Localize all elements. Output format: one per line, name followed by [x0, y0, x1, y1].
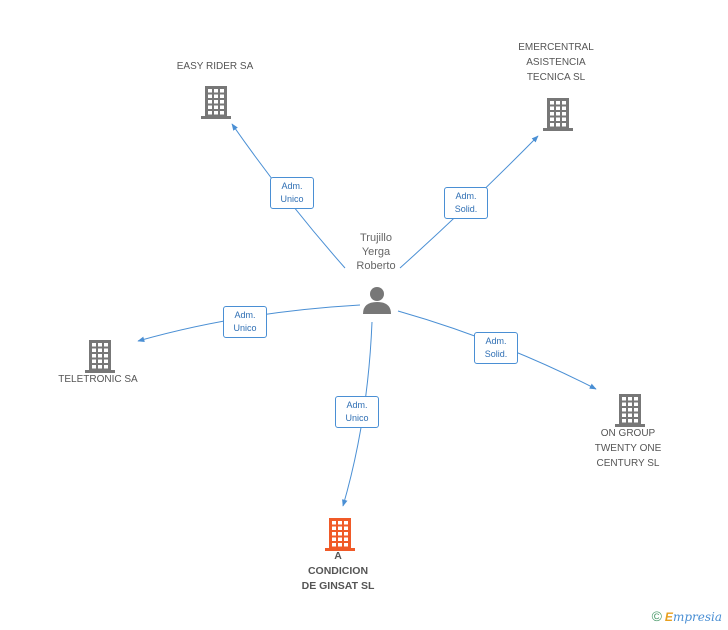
company-name-line: ASISTENCIA	[526, 57, 586, 68]
building-icon-a-condicion	[325, 518, 355, 551]
building-icon-easy-rider	[201, 86, 231, 119]
company-name-line: ON GROUP	[600, 428, 656, 439]
person-name-line: Roberto	[356, 260, 396, 272]
edge-label-line: Adm.	[281, 181, 303, 191]
company-name-line: TELETRONIC SA	[58, 374, 138, 385]
edge-label-line: Unico	[233, 323, 257, 333]
edge-label-line: Adm.	[234, 310, 256, 320]
edge-label-a-condicion[interactable]: Adm. Unico	[335, 396, 379, 428]
edge-label-line: Solid.	[454, 204, 478, 214]
edge-label-teletronic[interactable]: Adm. Unico	[223, 306, 267, 338]
brand-logo-initial: E	[664, 610, 673, 624]
edge-label-line: Adm.	[346, 400, 368, 410]
company-name-line: DE GINSAT SL	[301, 580, 375, 592]
building-icon-emercentral	[543, 98, 573, 131]
company-name-on-group[interactable]: ON GROUP TWENTY ONE CENTURY SL	[595, 426, 661, 471]
copyright-icon: ©	[651, 608, 662, 624]
edge-label-line: Unico	[345, 413, 369, 423]
edge-label-line: Unico	[280, 194, 304, 204]
company-name-a-condicion[interactable]: A CONDICION DE GINSAT SL	[302, 549, 375, 594]
brand-logo-text: mpresia	[672, 610, 722, 624]
company-name-emercentral[interactable]: EMERCENTRAL ASISTENCIA TECNICA SL	[518, 40, 594, 85]
edge-label-line: Adm.	[485, 336, 507, 346]
edge-label-on-group[interactable]: Adm. Solid.	[474, 332, 518, 364]
company-name-line: CONDICION	[307, 565, 369, 577]
edge-label-emercentral[interactable]: Adm. Solid.	[444, 187, 488, 219]
person-icon	[363, 287, 391, 314]
edge-label-line: Adm.	[455, 191, 477, 201]
company-name-line: EASY RIDER SA	[176, 61, 254, 72]
building-icon-on-group	[615, 394, 645, 427]
company-name-line: TWENTY ONE	[594, 443, 662, 454]
person-name-line: Trujillo	[359, 232, 392, 244]
company-name-line: CENTURY SL	[596, 458, 660, 469]
company-name-easy-rider[interactable]: EASY RIDER SA	[177, 59, 254, 74]
company-name-line: TECNICA SL	[526, 72, 586, 83]
footer: ©Empresia	[652, 608, 722, 624]
company-name-line: EMERCENTRAL	[518, 42, 594, 53]
edge-label-line: Solid.	[484, 349, 508, 359]
company-name-teletronic[interactable]: TELETRONIC SA	[58, 372, 137, 387]
company-name-line: A	[334, 550, 342, 562]
person-name-line: Yerga	[361, 246, 391, 258]
edge-label-easy-rider[interactable]: Adm. Unico	[270, 177, 314, 209]
building-icon-teletronic	[85, 340, 115, 373]
